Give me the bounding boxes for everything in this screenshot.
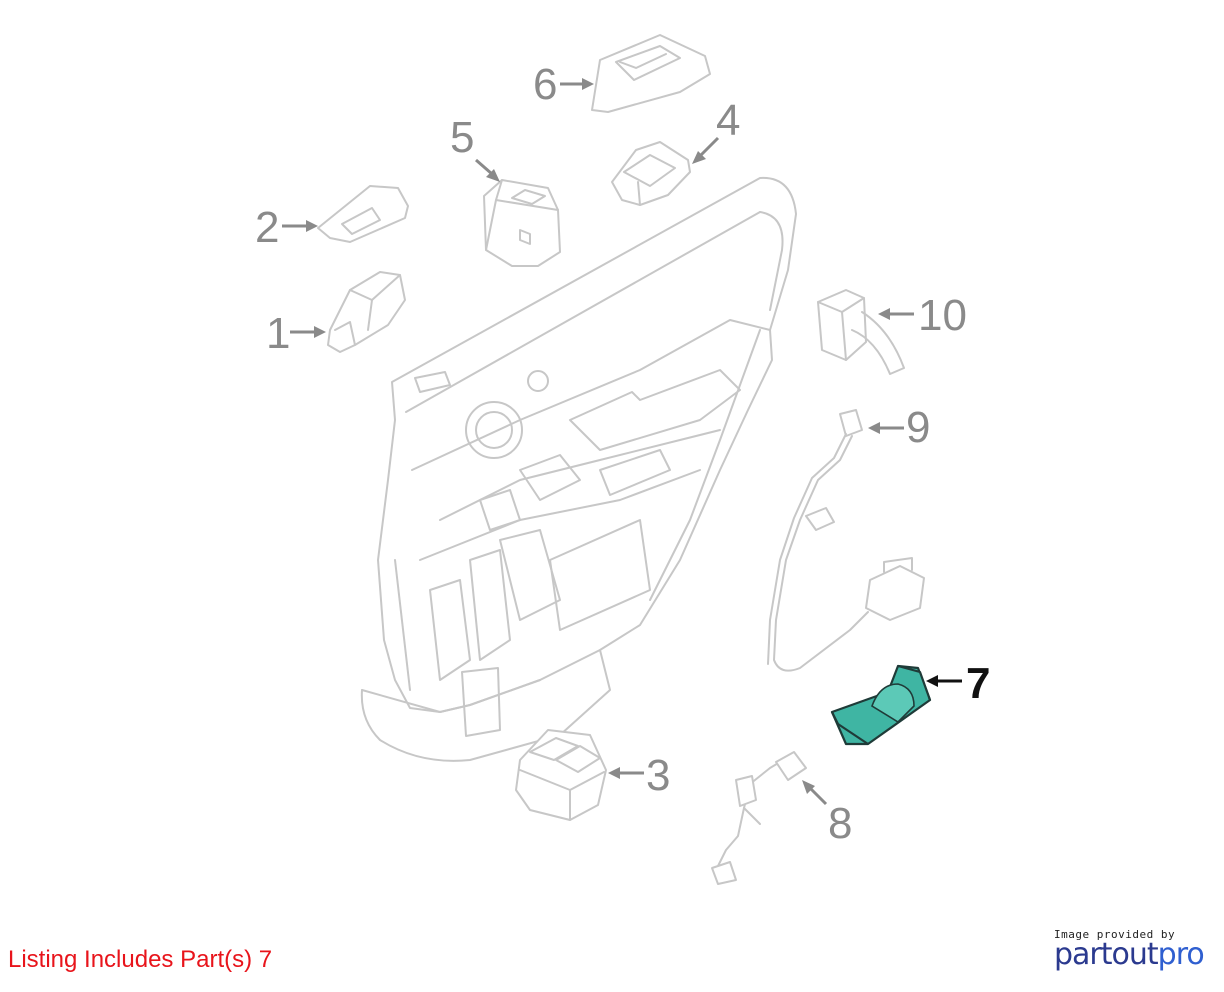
partoutpro-logo: partoutpro xyxy=(1054,937,1214,972)
callout-4: 4 xyxy=(692,96,740,164)
part-8-cable xyxy=(711,751,807,885)
callout-4-label: 4 xyxy=(716,96,740,145)
callout-8: 8 xyxy=(802,780,852,848)
callout-7-label: 7 xyxy=(966,659,990,708)
part-10-switch xyxy=(817,289,905,375)
part-1-switch xyxy=(327,271,406,353)
callout-1: 1 xyxy=(266,309,326,358)
part-3-switch-pack xyxy=(515,729,607,821)
image-credit: Image provided by partoutpro xyxy=(1054,928,1214,972)
logo-part1: partout xyxy=(1054,937,1159,972)
callout-2-label: 2 xyxy=(255,203,279,252)
part-2-bezel xyxy=(317,185,409,243)
callout-10-label: 10 xyxy=(918,291,967,340)
callout-8-label: 8 xyxy=(828,799,852,848)
callout-6-label: 6 xyxy=(533,60,557,109)
callout-2: 2 xyxy=(255,203,318,252)
callout-9: 9 xyxy=(868,403,930,452)
callout-9-label: 9 xyxy=(906,403,930,452)
part-9-harness xyxy=(767,409,925,672)
callout-7: 7 xyxy=(926,659,990,708)
credit-caption: Image provided by xyxy=(1054,928,1176,941)
callout-1-label: 1 xyxy=(266,309,290,358)
part-5-switch xyxy=(483,179,561,267)
callout-5-label: 5 xyxy=(450,113,474,162)
callout-10: 10 xyxy=(878,291,967,340)
listing-includes-text: Listing Includes Part(s) 7 xyxy=(8,946,273,973)
callout-5: 5 xyxy=(450,113,500,182)
logo-part2: pro xyxy=(1157,937,1205,972)
part-6-bezel xyxy=(591,34,711,113)
door-trim-panel xyxy=(360,176,797,762)
callout-6: 6 xyxy=(533,60,594,109)
part-4-switch xyxy=(611,141,691,206)
callout-3: 3 xyxy=(608,751,670,800)
part-7-handle-highlighted[interactable] xyxy=(830,664,932,746)
callout-3-label: 3 xyxy=(646,751,670,800)
